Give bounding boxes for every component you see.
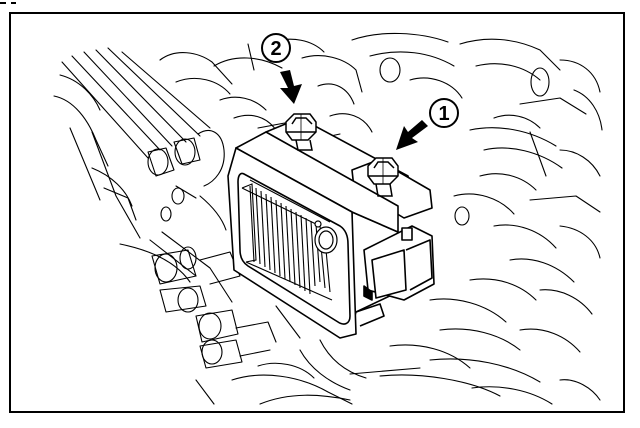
bolt-1 (367, 157, 399, 197)
arrow-2 (280, 70, 302, 104)
module-seal (314, 220, 338, 254)
callout-2-label: 2 (270, 38, 281, 60)
control-module (227, 117, 435, 339)
heat-sink-fins (241, 179, 333, 301)
bolt-2 (285, 113, 317, 151)
callout-1: 1 (429, 98, 459, 128)
callout-1-label: 1 (438, 103, 449, 125)
callout-2: 2 (261, 33, 291, 63)
arrow-1 (396, 120, 428, 150)
engine-bay-background (53, 32, 603, 405)
